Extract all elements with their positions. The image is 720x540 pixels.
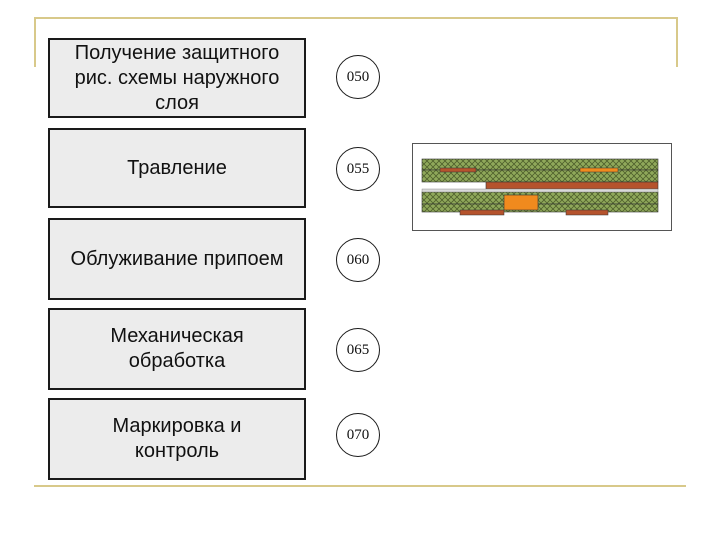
step-label: Механическая обработка — [110, 325, 244, 372]
separator-layer — [421, 188, 659, 193]
step-label: Облуживание припоем — [70, 247, 284, 270]
frame-bottom-line — [34, 485, 686, 487]
laminate-layer-bottom — [421, 203, 659, 213]
step-box-solder-coating: Облуживание припоем — [48, 218, 306, 300]
pcb-cross-section-diagram — [412, 143, 672, 231]
step-code-circle: 065 — [336, 328, 380, 372]
step-box-etching: Травление — [48, 128, 306, 208]
step-code-circle: 070 — [336, 413, 380, 457]
step-label: Травление — [127, 156, 227, 179]
solder-plated-via — [503, 194, 539, 211]
frame-left-line — [34, 17, 36, 67]
step-code-circle: 060 — [336, 238, 380, 282]
copper-inner-layer — [485, 181, 659, 190]
step-box-machining: Механическая обработка — [48, 308, 306, 390]
step-code-circle: 055 — [336, 147, 380, 191]
copper-trace-bottom-right — [565, 209, 609, 216]
step-box-protective-pattern: Получение защитного рис. схемы наружного… — [48, 38, 306, 118]
copper-trace-top-left — [439, 167, 477, 173]
frame-right-line — [676, 17, 678, 67]
copper-trace-bottom-left — [459, 209, 505, 216]
step-label: Получение защитного рис. схемы наружного… — [74, 41, 280, 114]
laminate-layer-lower — [421, 191, 659, 205]
step-label: Маркировка и контроль — [112, 415, 242, 462]
frame-top-line — [34, 17, 678, 19]
step-box-marking-control: Маркировка и контроль — [48, 398, 306, 480]
solder-pad-top-right — [579, 167, 619, 173]
step-code-circle: 050 — [336, 55, 380, 99]
